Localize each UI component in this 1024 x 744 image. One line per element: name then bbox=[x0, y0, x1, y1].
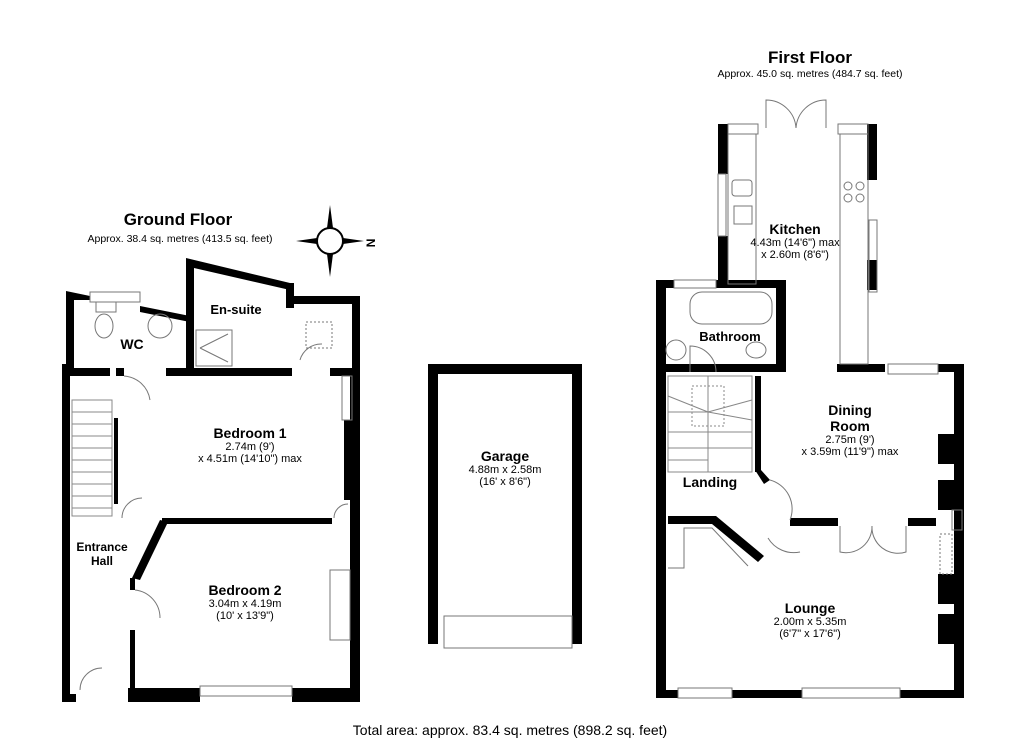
ground-floor-title: Ground Floor bbox=[123, 210, 233, 229]
room-lounge: Lounge 2.00m x 5.35m (6'7" x 17'6") bbox=[773, 600, 847, 640]
room-bedroom-1-dim: 2.74m (9') bbox=[225, 441, 275, 453]
ground-floor-area: Approx. 38.4 sq. metres (413.5 sq. feet) bbox=[87, 233, 273, 245]
room-bedroom-1: Bedroom 1 2.74m (9') x 4.51m (14'10") ma… bbox=[160, 425, 340, 465]
total-area: Total area: approx. 83.4 sq. metres (898… bbox=[352, 722, 668, 738]
first-floor-title: First Floor bbox=[767, 48, 853, 67]
compass-icon bbox=[296, 205, 364, 277]
room-ensuite-label: En-suite bbox=[210, 302, 262, 317]
wall bbox=[66, 291, 90, 372]
room-bedroom-1-name: Bedroom 1 bbox=[213, 425, 287, 441]
room-bedroom-2: Bedroom 2 3.04m x 4.19m (10' x 13'9") bbox=[170, 582, 320, 622]
room-dining-room: Dining Room 2.75m (9') x 3.59m (11'9") m… bbox=[801, 402, 899, 458]
room-bedroom-1-dim-2: x 4.51m (14'10") max bbox=[198, 453, 302, 465]
room-entrance-hall: Entrance Hall bbox=[76, 540, 128, 568]
room-landing-label: Landing bbox=[682, 474, 738, 490]
room-bedroom-2-name: Bedroom 2 bbox=[208, 582, 282, 598]
room-wc-label: WC bbox=[120, 336, 144, 352]
room-bathroom-label: Bathroom bbox=[699, 329, 761, 344]
compass-north-label: N bbox=[363, 238, 378, 248]
room-kitchen: Kitchen 4.43m (14'6") max x 2.60m (8'6") bbox=[750, 221, 840, 261]
first-floor-area: Approx. 45.0 sq. metres (484.7 sq. feet) bbox=[717, 68, 903, 80]
room-garage: Garage 4.88m x 2.58m (16' x 8'6") bbox=[468, 448, 542, 488]
